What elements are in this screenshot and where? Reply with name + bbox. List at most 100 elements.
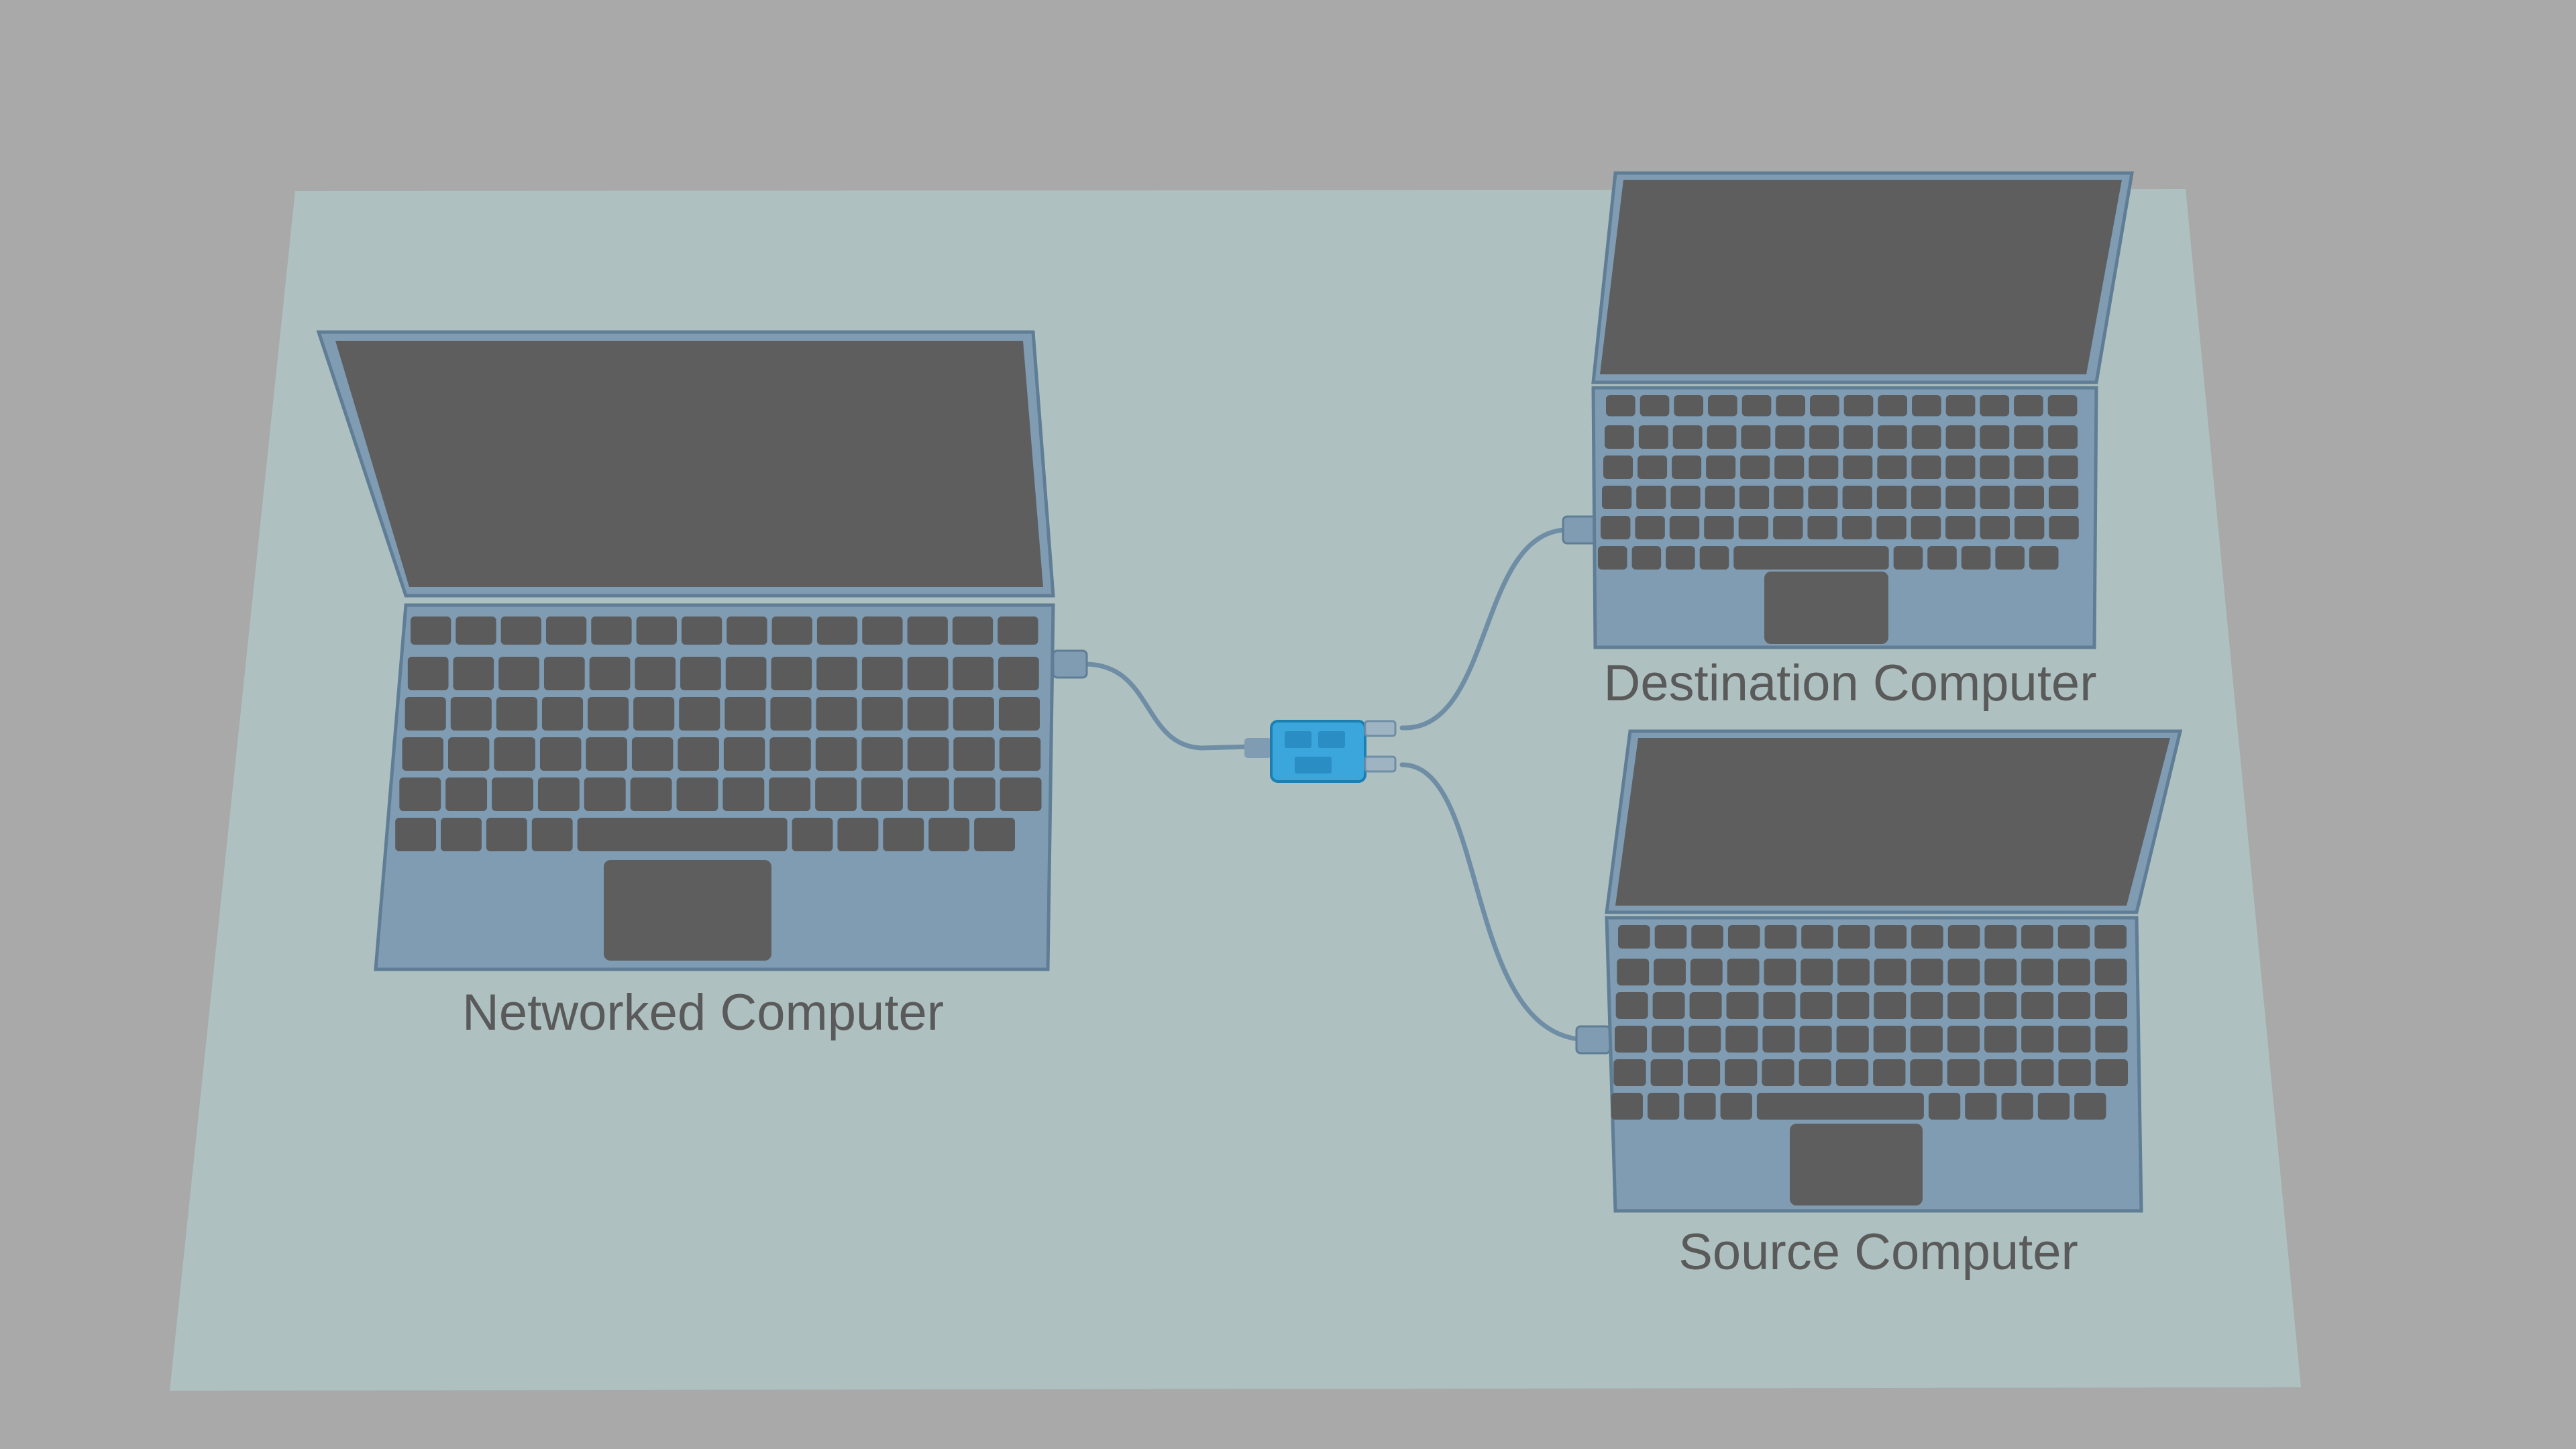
key [591, 616, 632, 645]
key [724, 697, 766, 731]
key [1741, 395, 1772, 417]
key [1843, 425, 1873, 449]
usb-plug-destination [1562, 515, 1598, 545]
key [1690, 959, 1723, 985]
key [1878, 395, 1908, 417]
key [1666, 546, 1695, 570]
key [998, 657, 1039, 690]
key [1947, 1059, 1980, 1086]
key [1911, 516, 1941, 539]
key [2095, 1026, 2128, 1053]
key [722, 777, 765, 811]
key [1837, 925, 1870, 949]
key [1980, 455, 2010, 479]
key [1708, 395, 1737, 417]
key [1965, 1093, 1997, 1120]
key [1947, 959, 1980, 985]
key [402, 737, 443, 771]
key [1835, 1059, 1869, 1086]
key [2014, 516, 2045, 539]
key [539, 737, 582, 771]
key [1775, 425, 1805, 449]
key [723, 737, 765, 771]
key [1650, 1059, 1683, 1086]
key [953, 737, 995, 771]
key [792, 818, 833, 851]
key [907, 657, 949, 690]
key [727, 616, 767, 645]
key [2057, 959, 2090, 985]
key [1808, 486, 1838, 509]
key [2048, 455, 2078, 479]
key [492, 777, 533, 811]
key [2021, 1059, 2054, 1086]
key [1601, 516, 1631, 539]
key [1672, 455, 1702, 479]
key [1947, 1026, 1980, 1053]
key [1738, 516, 1769, 539]
key [1672, 425, 1703, 449]
key [953, 657, 994, 690]
key [1674, 395, 1704, 417]
key [635, 657, 676, 690]
key [676, 777, 718, 811]
key [1984, 925, 2017, 949]
key [1687, 1059, 1721, 1086]
key [1995, 546, 2025, 570]
usb-plugs [1052, 515, 1611, 1055]
key [1762, 1026, 1795, 1053]
key [1684, 1093, 1716, 1120]
key [1773, 516, 1803, 539]
key [1807, 516, 1837, 539]
key [411, 616, 451, 645]
key [1615, 992, 1648, 1019]
usb-splitter [1244, 720, 1397, 783]
key [953, 697, 994, 731]
key [1636, 486, 1666, 509]
key [1611, 1093, 1643, 1120]
key [2047, 395, 2078, 417]
key [998, 697, 1040, 731]
key [2074, 1093, 2106, 1120]
key [543, 657, 585, 690]
trackpad [1790, 1124, 1923, 1205]
key [1877, 455, 1907, 479]
key [1635, 516, 1665, 539]
spacebar-key [577, 818, 788, 851]
usb-plug-networked [1052, 649, 1088, 679]
key [1837, 959, 1870, 985]
key [1810, 395, 1839, 417]
key [1961, 546, 1991, 570]
key [1618, 925, 1650, 949]
spacebar-key [1733, 546, 1889, 570]
key [1945, 486, 1976, 509]
key [589, 657, 631, 690]
key [861, 777, 903, 811]
key [1726, 992, 1759, 1019]
key [1801, 959, 1833, 985]
key [541, 697, 584, 731]
key [816, 616, 858, 645]
cable-networked [1077, 661, 1254, 751]
key [679, 697, 720, 731]
key [2094, 925, 2127, 949]
cable-source [1399, 762, 1589, 1042]
key [680, 657, 721, 690]
key [1741, 425, 1771, 449]
key [2094, 959, 2127, 985]
key [1945, 395, 1976, 417]
key [771, 616, 812, 645]
key [1725, 1026, 1758, 1053]
key [907, 777, 949, 811]
key [631, 737, 674, 771]
key [1669, 516, 1700, 539]
key [1873, 1059, 1906, 1086]
cables [1077, 527, 1589, 1042]
key [1764, 925, 1797, 949]
key [1707, 425, 1737, 449]
key [1720, 1093, 1752, 1120]
key [1689, 992, 1722, 1019]
key [500, 616, 541, 645]
key [636, 616, 677, 645]
key [999, 737, 1041, 771]
